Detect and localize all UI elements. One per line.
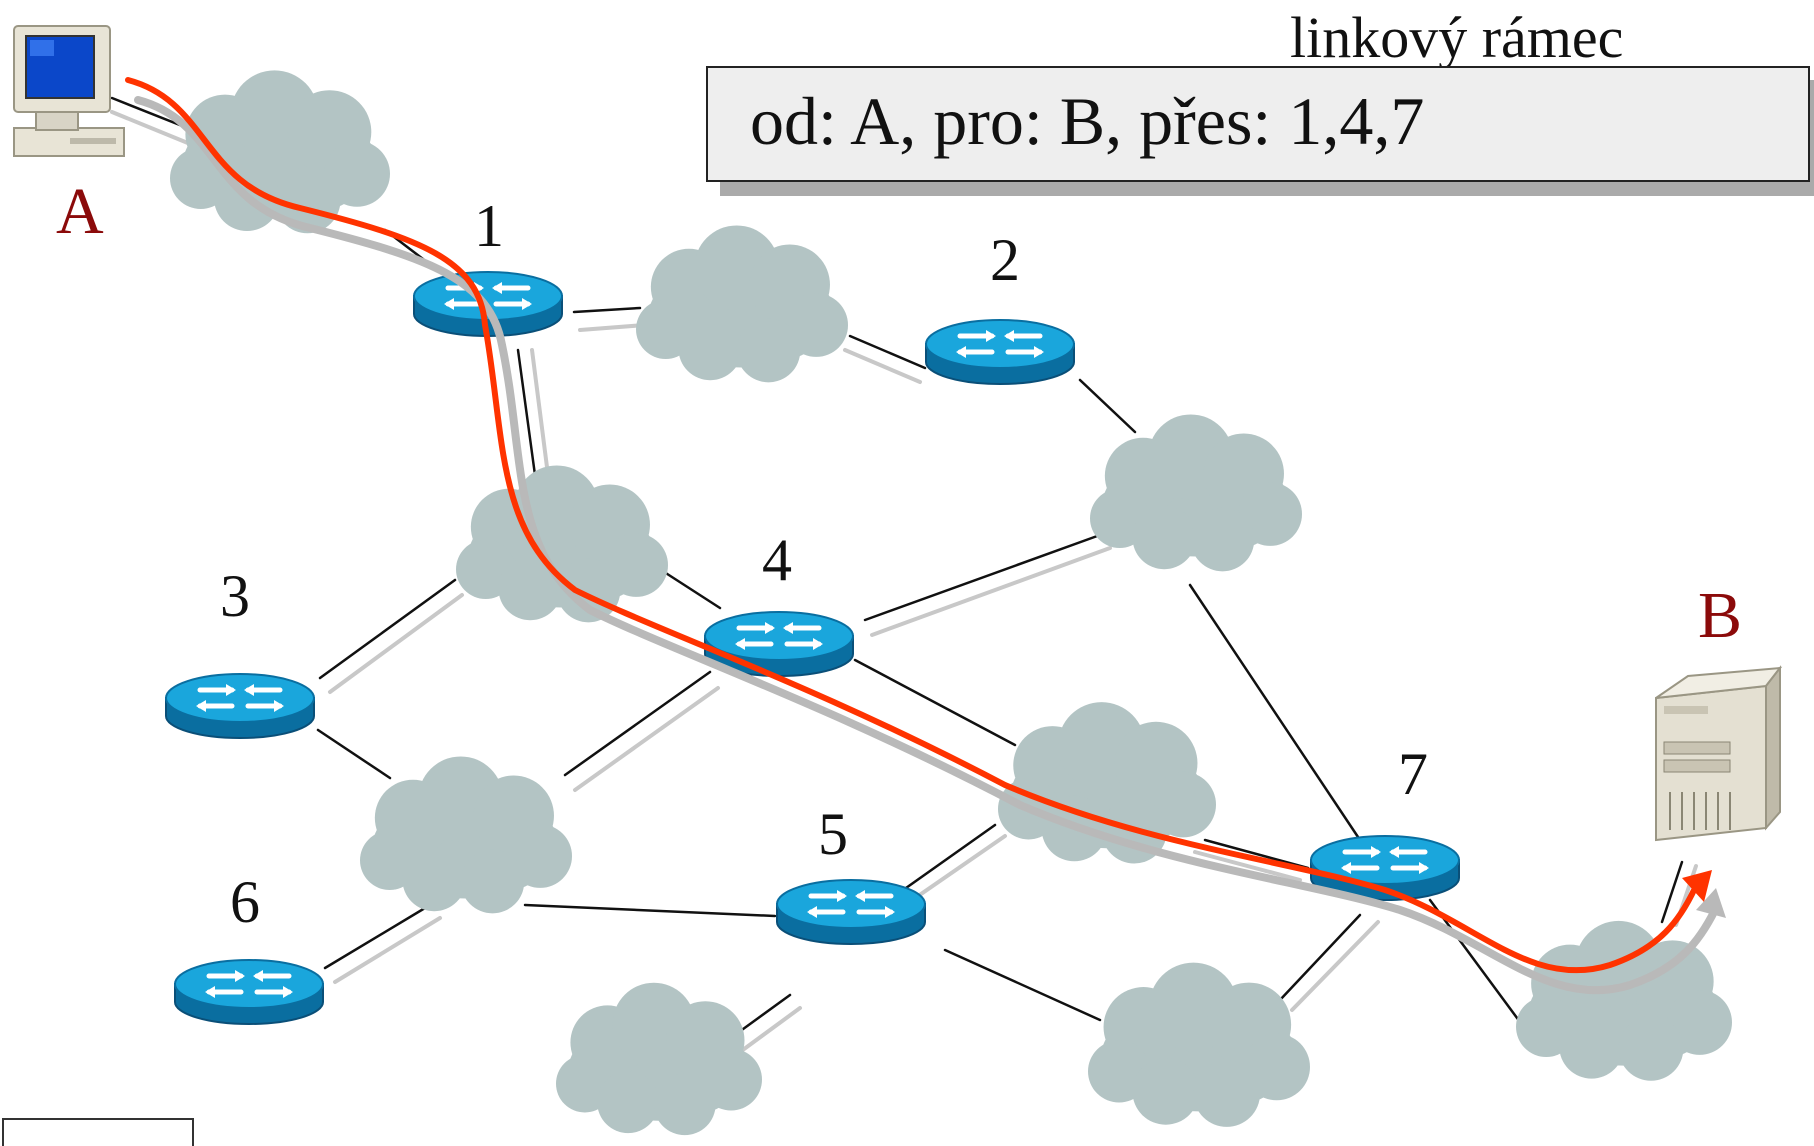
frame-path	[125, 77, 1726, 995]
router-7-label: 7	[1398, 741, 1428, 807]
cloud-5-7	[1088, 962, 1310, 1127]
cloud-a-1	[170, 70, 390, 234]
router-3-label: 3	[220, 563, 250, 629]
router-4-label: 4	[762, 527, 792, 593]
cloud-1-4	[456, 465, 668, 623]
router-2-icon	[926, 320, 1074, 384]
cloud-7-b	[1516, 920, 1732, 1081]
cloud-2-7	[1090, 414, 1302, 572]
host-b-label: B	[1698, 579, 1743, 652]
router-2-label: 2	[990, 227, 1020, 293]
router-6-icon	[175, 960, 323, 1024]
network-links	[110, 96, 1698, 1054]
server-b-icon	[1655, 665, 1783, 842]
footer-box	[2, 1118, 194, 1146]
frame-content: od: A, pro: B, přes: 1,4,7	[750, 83, 1425, 159]
network-clouds	[170, 70, 1732, 1136]
frame-box: od: A, pro: B, přes: 1,4,7	[706, 66, 1810, 182]
router-3-icon	[166, 674, 314, 738]
host-a-label: A	[56, 175, 104, 248]
router-1-label: 1	[474, 193, 504, 259]
cloud-1-2	[636, 225, 848, 383]
router-5-label: 5	[818, 801, 848, 867]
cloud-5-bottom	[556, 982, 762, 1136]
cloud-3-5-6	[360, 756, 572, 914]
router-6-label: 6	[230, 869, 260, 935]
frame-title: linkový rámec	[1290, 5, 1624, 70]
router-5-icon	[777, 880, 925, 944]
computer-a-icon	[13, 25, 125, 157]
